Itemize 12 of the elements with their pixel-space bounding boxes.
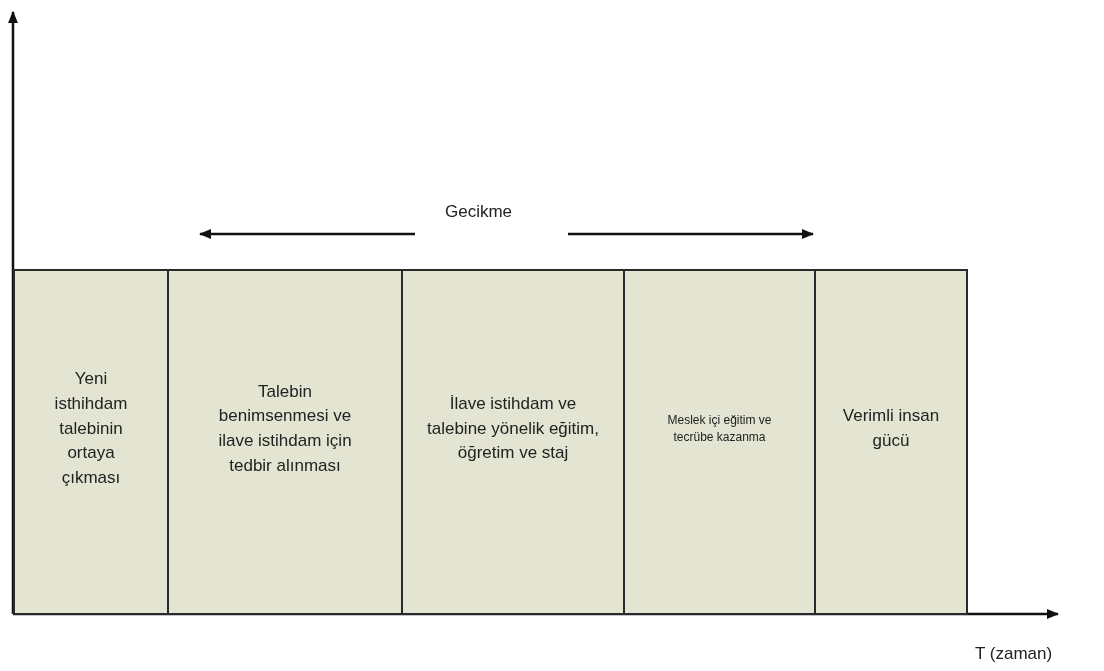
stage-text: Talebin benimsenmesi ve ilave istihdam için tedbir alınması [217, 380, 353, 477]
stage-box [401, 269, 625, 615]
delay-label: Gecikme [445, 202, 513, 222]
stage-text: Meslek içi eğitim ve tecrübe kazanma [666, 411, 773, 446]
stage-box [13, 269, 169, 615]
stage-box [623, 269, 816, 615]
stage-box [167, 269, 403, 615]
stage-text: İlave istihdam ve talebine yönelik eğitim, öğretim ve staj [426, 393, 600, 465]
axis-label: T (zaman) [975, 644, 1053, 664]
stage-box [814, 269, 968, 615]
stage-text: Yeni isthihdam talebinin ortaya çıkması [53, 368, 129, 489]
stage-text: Verimli insan gücü [841, 405, 941, 452]
